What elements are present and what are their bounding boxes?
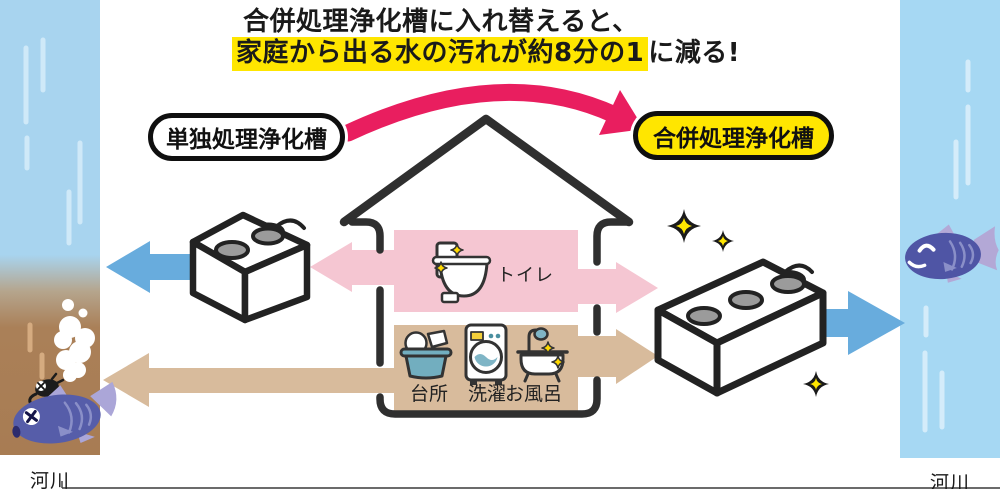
left-river-label: 河川: [30, 470, 71, 489]
kitchen-label: 台所: [410, 383, 449, 405]
single-tank-icon: [189, 211, 311, 324]
treated-water-left-arrow: [106, 241, 195, 293]
title-highlight: 家庭から出る水の汚れが約8分の1: [232, 37, 649, 71]
bath-label: お風呂: [505, 383, 563, 405]
dead-fish-icon: [12, 381, 117, 444]
treated-water-right-arrow: [820, 291, 905, 355]
combined-tank-icon: [654, 258, 827, 397]
curved-arrow-icon: [339, 83, 644, 142]
title-suffix: に減る!: [648, 38, 741, 68]
foam-icon: [54, 299, 95, 382]
toilet-water-right-arrow: [578, 262, 658, 313]
bottom-border-line: [61, 481, 1000, 489]
laundry-label: 洗濯: [468, 383, 507, 405]
graywater-right-arrow: [578, 329, 658, 384]
water-streaks: [23, 37, 971, 433]
toilet-label: トイレ: [497, 265, 554, 286]
combined-tank-badge: 合併処理浄化槽: [633, 111, 834, 160]
graywater-to-river-arrow: [103, 353, 396, 407]
kitchen-sink-icon: [399, 329, 453, 380]
house-outline: [339, 114, 634, 418]
right-river-label: 河川: [930, 472, 971, 489]
bathtub-icon: [516, 327, 569, 383]
washing-machine-icon: [464, 323, 508, 385]
toilet-water-left-arrow: [310, 242, 394, 292]
toilet-icon: [431, 241, 492, 304]
happy-fish-icon: [905, 224, 999, 283]
sparkle-icon: [667, 209, 829, 397]
left-river-polluted: [0, 0, 100, 455]
single-tank-badge: 単独処理浄化槽: [148, 113, 345, 161]
title-line-1: 合併処理浄化槽に入れ替えると、: [243, 7, 639, 37]
